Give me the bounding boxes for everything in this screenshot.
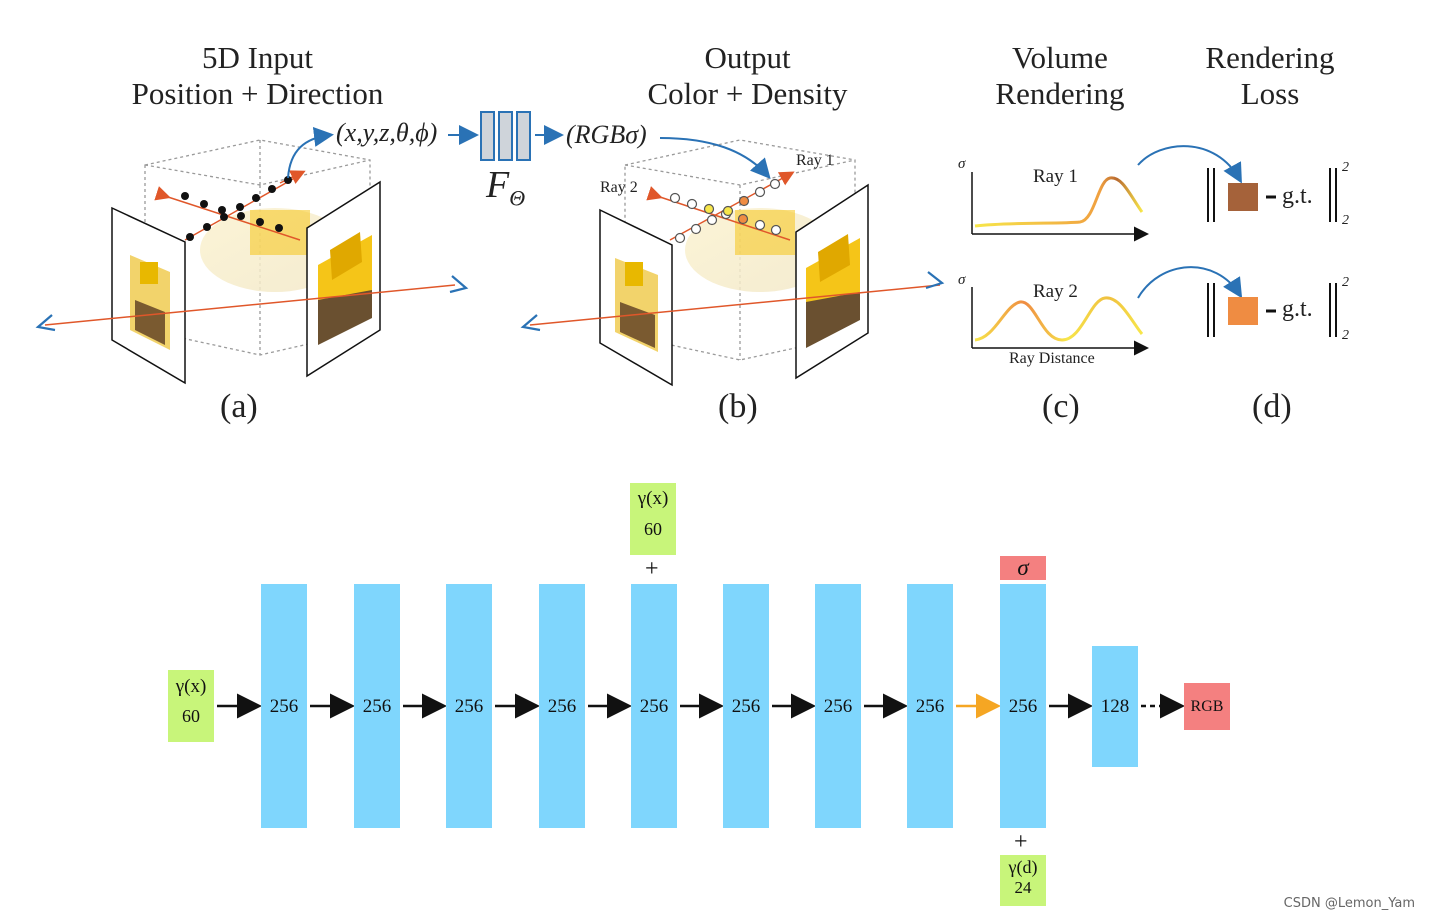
mlp-block-7-label: 256 xyxy=(823,696,853,717)
panel-a-scene xyxy=(35,126,469,385)
mlp-block-4-label: 256 xyxy=(547,696,577,717)
network-f-symbol: F xyxy=(486,164,510,206)
output-tuple-label: (RGBσ) xyxy=(566,120,647,149)
title-input: 5D Input Position + Direction xyxy=(100,40,415,112)
title-input-line1: 5D Input xyxy=(201,40,314,75)
mlp-block-1 xyxy=(261,584,307,828)
title-input-line2: Position + Direction xyxy=(131,76,384,111)
loss2-sub: 2 xyxy=(1342,328,1349,343)
sigma-output-label: σ xyxy=(1017,555,1029,580)
loss2-gt: g.t. xyxy=(1282,296,1313,322)
loss1-gt: g.t. xyxy=(1282,183,1313,209)
network-f-label: FΘ xyxy=(486,163,525,212)
watermark: CSDN @Lemon_Yam xyxy=(1283,896,1415,911)
plot2-sigma-label: σ xyxy=(958,272,966,288)
loss1-sub: 2 xyxy=(1342,213,1349,228)
mlp-block-9 xyxy=(1000,584,1046,828)
panel-c-plots xyxy=(971,145,1243,356)
mlp-block-9-label: 256 xyxy=(1008,696,1038,717)
title-loss-line2: Loss xyxy=(1240,76,1300,111)
dir-plus-sign: + xyxy=(1014,829,1028,855)
mlp-block-1-label: 256 xyxy=(269,696,299,717)
ray2-color-swatch xyxy=(1228,297,1258,325)
rgb-output-box: RGB xyxy=(1184,683,1230,730)
panel-d-loss xyxy=(1207,168,1337,337)
title-output-line2: Color + Density xyxy=(647,76,848,111)
panel-label-d: (d) xyxy=(1252,388,1292,425)
mlp-block-2 xyxy=(354,584,400,828)
panel-label-c: (c) xyxy=(1042,388,1080,425)
panel-b-scene xyxy=(520,137,945,387)
mlp-block-3-label: 256 xyxy=(454,696,484,717)
plot1-sigma-label: σ xyxy=(958,156,966,172)
skip-gamma-x-box: γ(x) 60 xyxy=(630,483,676,555)
dir-dim-label: 24 xyxy=(1014,878,1032,897)
loss2-sup: 2 xyxy=(1342,275,1349,290)
network-f-theta-icon xyxy=(448,111,564,161)
mlp-block-5 xyxy=(631,584,677,828)
mlp-block-5-label: 256 xyxy=(639,696,669,717)
title-volume-line2: Rendering xyxy=(995,76,1125,111)
network-f-subscript: Θ xyxy=(509,185,526,211)
panel-label-a: (a) xyxy=(220,388,258,425)
input-gamma-x-label: γ(x) xyxy=(175,676,207,697)
plot-axis-label: Ray Distance xyxy=(1009,350,1095,367)
panel-b-ray1-label: Ray 1 xyxy=(796,152,834,169)
mlp-block-3 xyxy=(446,584,492,828)
mlp-block-6 xyxy=(723,584,769,828)
input-tuple-label: (x,y,z,θ,ϕ) xyxy=(336,118,438,147)
title-loss-line1: Rendering xyxy=(1205,40,1335,75)
dir-gamma-d-label: γ(d) xyxy=(1008,857,1038,877)
plot2-ray-label: Ray 2 xyxy=(1033,281,1078,302)
mlp-block-10 xyxy=(1092,646,1138,767)
skip-dim-label: 60 xyxy=(644,519,662,539)
title-output-line1: Output xyxy=(704,40,791,75)
mlp-block-7 xyxy=(815,584,861,828)
mlp-block-2-label: 256 xyxy=(362,696,392,717)
input-dim-label: 60 xyxy=(182,706,200,726)
mlp-block-10-label: 128 xyxy=(1100,696,1130,717)
mlp-block-6-label: 256 xyxy=(731,696,761,717)
title-volume: Volume Rendering xyxy=(975,40,1145,112)
skip-plus-sign: + xyxy=(645,556,659,582)
title-output: Output Color + Density xyxy=(620,40,875,112)
rgb-output-label: RGB xyxy=(1190,698,1224,715)
mlp-block-8 xyxy=(907,584,953,828)
title-loss: Rendering Loss xyxy=(1185,40,1355,112)
skip-gamma-x-label: γ(x) xyxy=(637,488,669,509)
input-gamma-x-box: γ(x) 60 xyxy=(168,670,214,742)
title-volume-line1: Volume xyxy=(1012,40,1108,75)
mlp-block-8-label: 256 xyxy=(915,696,945,717)
sigma-output-box: σ xyxy=(1000,556,1046,580)
plot1-ray-label: Ray 1 xyxy=(1033,166,1078,187)
loss1-sup: 2 xyxy=(1342,160,1349,175)
mlp-block-4 xyxy=(539,584,585,828)
panel-label-b: (b) xyxy=(718,388,758,425)
dir-gamma-d-box: γ(d) 24 xyxy=(1000,855,1046,906)
ray1-color-swatch xyxy=(1228,183,1258,211)
panel-b-ray2-label: Ray 2 xyxy=(600,179,638,196)
